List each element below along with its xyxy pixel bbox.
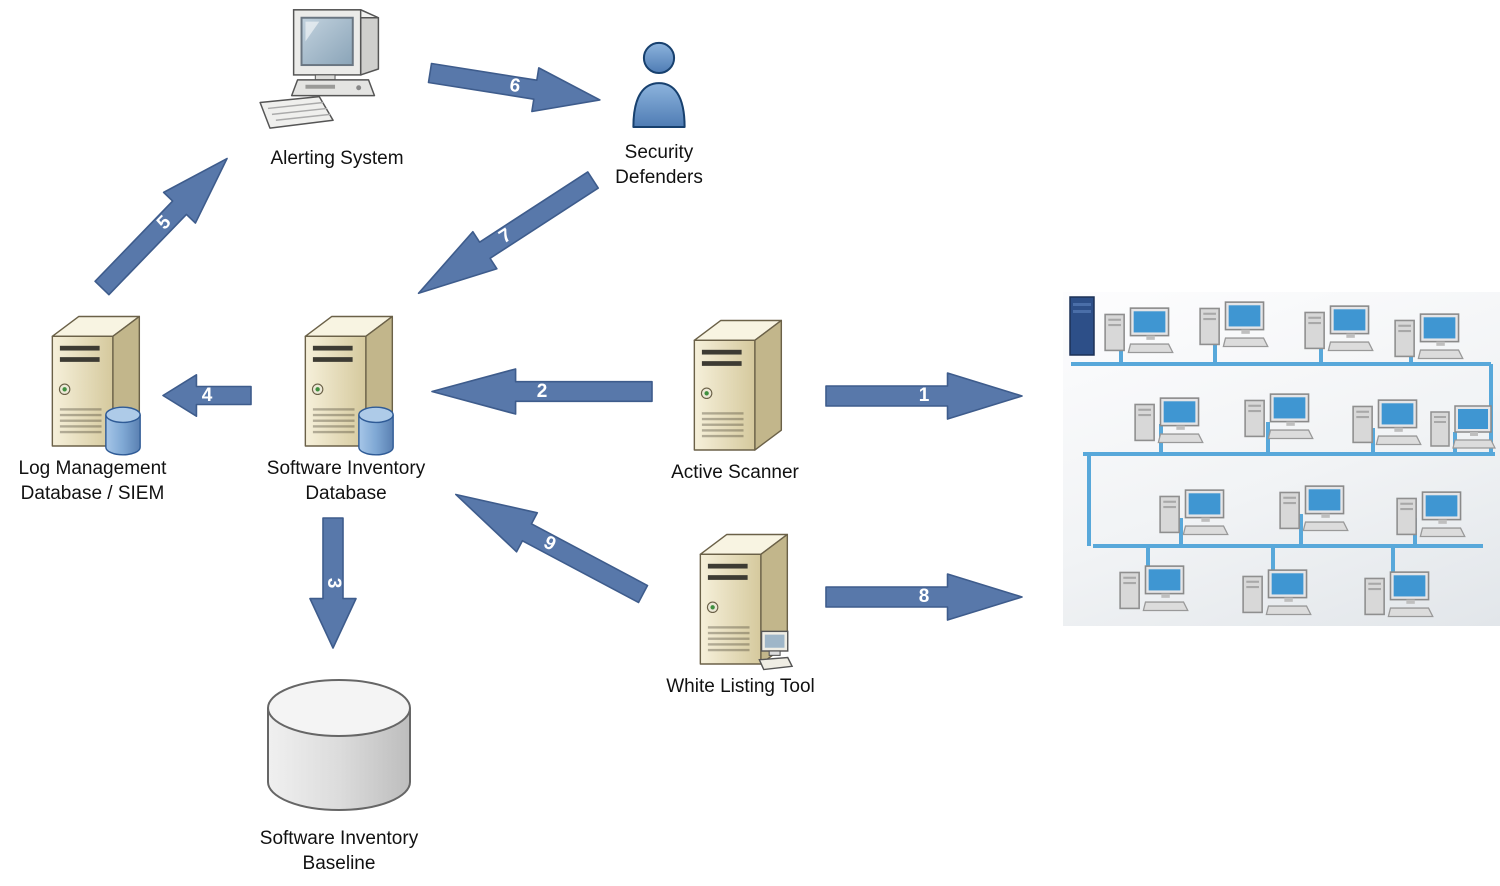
arrow-shape [432,367,652,416]
arrow-1-number: 1 [918,385,930,406]
arrow-shape [405,160,606,314]
arrow-shape [163,373,251,418]
arrow-8: 8 [826,572,1022,622]
network-illustration [1069,296,1496,618]
server-workstation-icon [689,524,793,671]
node-log-management-database: Log Management Database / SIEM [0,306,185,506]
arrow-shape [308,518,358,648]
person-icon [627,36,691,137]
network-computers-image [1063,292,1500,626]
arrow-6: 6 [426,49,603,123]
node-security-defenders: Security Defenders [598,36,720,190]
node-software-inventory-baseline: Software Inventory Baseline [243,676,435,876]
arrow-2-number: 2 [536,380,548,402]
node-alerting-system: Alerting System [248,0,426,172]
arrow-1: 1 [826,371,1022,421]
database-baseline-icon [264,676,414,823]
arrow-4: 4 [163,373,251,418]
arrow-3-number: 3 [323,577,344,589]
active-scanner-label: Active Scanner [671,462,799,483]
arrow-shape [445,473,655,615]
arrow-9: 9 [445,473,655,615]
arrow-shape [85,142,245,305]
database-cylinder-icon [356,405,396,457]
arrow-shape [426,49,603,123]
node-software-inventory-database: Software Inventory Database [256,306,436,506]
arrow-shape [826,572,1022,622]
arrow-shape [826,371,1022,421]
desktop-computer-icon [258,0,416,143]
arrow-7: 7 [405,160,606,314]
server-database-icon [294,306,398,453]
arrow-2: 2 [432,367,652,416]
software-inventory-database-label: Software Inventory Database [266,458,426,504]
arrow-5: 5 [85,142,245,305]
software-inventory-baseline-label: Software Inventory Baseline [259,828,419,874]
database-cylinder-icon [103,405,143,457]
mini-computer-icon [757,630,793,671]
arrow-4-number: 4 [201,384,213,406]
alerting-system-label: Alerting System [270,148,404,169]
server-icon [683,310,787,457]
node-white-listing-tool: White Listing Tool [648,524,833,700]
security-defenders-label: Security Defenders [615,142,703,188]
white-listing-tool-label: White Listing Tool [666,676,815,697]
arrow-3: 3 [308,518,358,648]
log-management-label: Log Management Database / SIEM [18,458,167,504]
arrow-8-number: 8 [918,586,930,607]
server-database-icon [41,306,145,453]
node-active-scanner: Active Scanner [650,310,820,486]
